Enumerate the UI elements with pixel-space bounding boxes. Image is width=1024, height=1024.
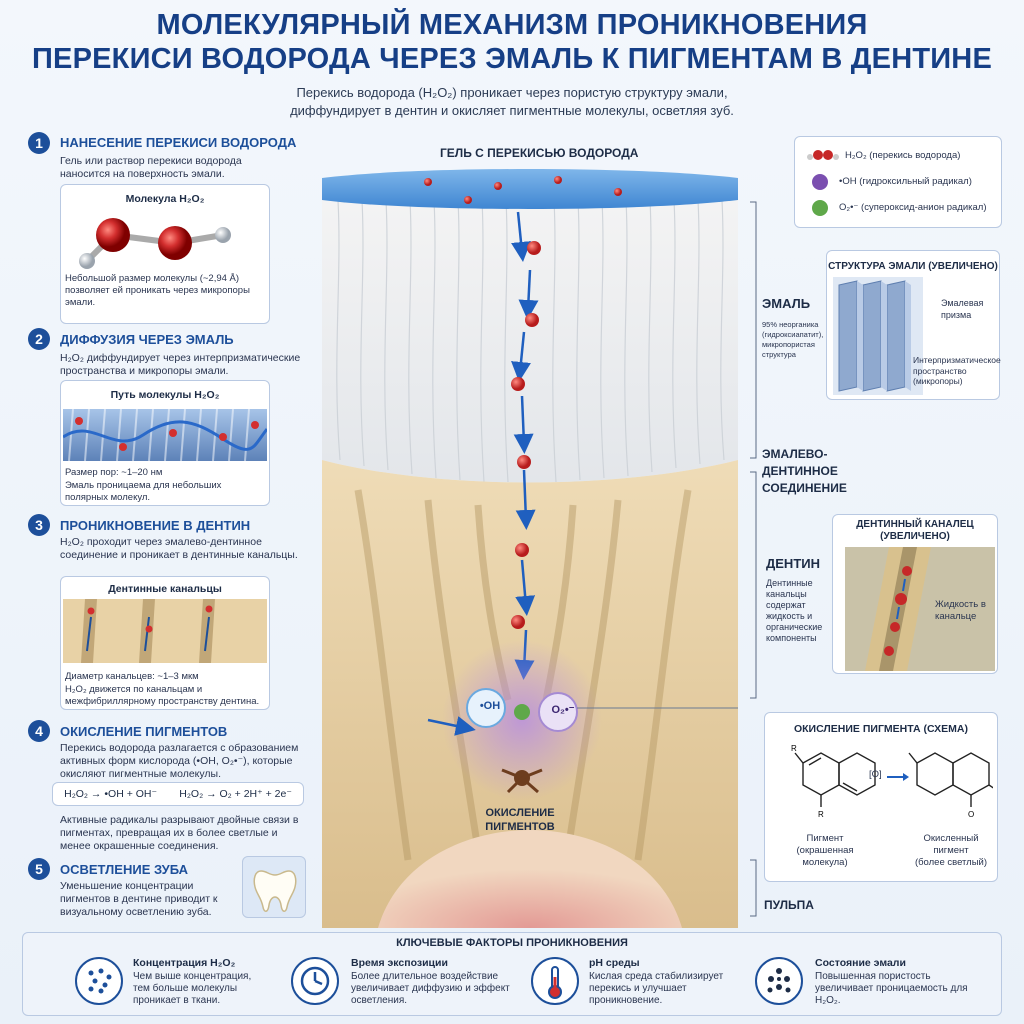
card-text: Эмаль проницаема для небольших полярных … [65, 480, 222, 503]
h2o2-icon [807, 150, 839, 160]
legend-item-o2: O₂•⁻ (супероксид-анион радикал) [811, 199, 987, 217]
step-4-number: 4 [28, 720, 50, 742]
dentin-bracket [750, 471, 757, 699]
dentin-tubule-card: ДЕНТИННЫЙ КАНАЛЕЦ (УВЕЛИЧЕНО) Жидкость в… [832, 514, 998, 674]
dentin-text: Дентинные канальцы содержат жидкость и о… [766, 578, 823, 643]
card-title: Молекула H₂O₂ [125, 193, 205, 205]
enamel-pores-illustration [63, 408, 267, 462]
factor-1-title: Концентрация H₂O₂ [133, 957, 236, 969]
equation-1: H₂O₂ → •OH + OH⁻ [64, 788, 158, 800]
superoxide-label: O₂•⁻ [551, 704, 575, 716]
tubule-fluid-label: Жидкость в канальце [935, 599, 986, 622]
legend-item-h2o2: H₂O₂ (перекись водорода) [805, 149, 960, 163]
step-1-title: НАНЕСЕНИЕ ПЕРЕКИСИ ВОДОРОДА [60, 135, 297, 150]
pulp-label: ПУЛЬПА [764, 898, 814, 912]
step-1-text: Гель или раствор перекиси водорода нанос… [60, 155, 242, 180]
legend-item-oh: •OH (гидроксильный радикал) [811, 173, 972, 191]
factor-2-title: Время экспозиции [351, 957, 448, 969]
step-5-number: 5 [28, 858, 50, 880]
step-5-title: ОСВЕТЛЕНИЕ ЗУБА [60, 862, 188, 877]
hydroxyl-radical-icon [812, 174, 828, 190]
pigment-oxidation-scheme: R R O [791, 744, 993, 819]
step-4-text-2: Активные радикалы разрывают двойные связ… [60, 814, 299, 852]
dentin-tubules-illustration [63, 599, 267, 663]
card-title: Путь молекулы H₂O₂ [110, 389, 220, 401]
superoxide-radical-icon [812, 200, 828, 216]
pore-size-text: Размер пор: ~1–20 нм [65, 467, 163, 478]
clock-icon [291, 957, 339, 1005]
svg-text:R: R [791, 744, 797, 753]
step-4-title: ОКИСЛЕНИЕ ПИГМЕНТОВ [60, 724, 228, 739]
enamel-label: ЭМАЛЬ [762, 296, 811, 311]
enamel-prism-illustration [833, 277, 923, 395]
enamel-structure-card: СТРУКТУРА ЭМАЛИ (УВЕЛИЧЕНО) Эмалевая при… [826, 250, 1001, 400]
pigment-label: Пигмент (окрашенная молекула) [796, 833, 854, 868]
card-text: H₂O₂ движется по канальцам и межфибрилля… [65, 684, 260, 707]
factor-3-title: pH среды [589, 957, 640, 969]
step-3-number: 3 [28, 514, 50, 536]
enamel-bracket [750, 201, 757, 459]
card-text: Небольшой размер молекулы (~2,94 Å) позв… [65, 273, 250, 308]
tooth-cross-section [322, 169, 738, 928]
h2o2-molecule-card: Молекула H₂O₂ Небольшой размер молекулы … [60, 184, 270, 324]
pigment-oxidation-card: ОКИСЛЕНИЕ ПИГМЕНТА (СХЕМА) R R O [O] Пиг… [764, 712, 998, 882]
molecule-legend: H₂O₂ (перекись водорода) •OH (гидроксиль… [794, 136, 1002, 228]
hydroxyl-radical-label: •OH [479, 700, 501, 712]
reaction-equations: H₂O₂ → •OH + OH⁻ H₂O₂ → O₂ + 2H⁺ + 2e⁻ [52, 782, 304, 806]
page-title: МОЛЕКУЛЯРНЫЙ МЕХАНИЗМ ПРОНИКНОВЕНИЯ ПЕРЕ… [32, 9, 992, 75]
equation-2: H₂O₂ → O₂ + 2H⁺ + 2e⁻ [179, 788, 292, 800]
thermometer-icon [531, 957, 579, 1005]
enamel-text: 95% неорганика (гидроксиапатит), микропо… [762, 320, 824, 359]
step-2-title: ДИФФУЗИЯ ЧЕРЕЗ ЭМАЛЬ [60, 332, 234, 347]
diffusion-path-card: Путь молекулы H₂O₂ Размер пор: ~1–20 нм … [60, 380, 270, 506]
svg-text:O: O [968, 810, 974, 819]
porosity-icon [755, 957, 803, 1005]
step-1-number: 1 [28, 132, 50, 154]
oxidized-pigment-label: Окисленный пигмент (более светлый) [914, 833, 988, 868]
key-factors-panel: КЛЮЧЕВЫЕ ФАКТОРЫ ПРОНИКНОВЕНИЯ Концентра… [22, 932, 1002, 1016]
factor-1-text: Чем выше концентрация, тем больше молеку… [133, 971, 252, 1006]
step-5-text: Уменьшение концентрации пигментов в дент… [60, 880, 218, 918]
step-4-text: Перекись водорода разлагается с образова… [60, 742, 299, 780]
step-2-text: H₂O₂ диффундирует через интерпризматичес… [60, 352, 301, 377]
h2o2-molecule-icon [79, 218, 231, 269]
tubule-closeup-illustration [845, 547, 995, 671]
interprismatic-label: Интерпризматическое пространство (микроп… [913, 355, 1001, 386]
step-3-text: H₂O₂ проходит через эмалево-дентинное со… [60, 536, 298, 561]
step-3-title: ПРОНИКНОВЕНИЕ В ДЕНТИН [60, 518, 251, 533]
molecules-icon [75, 957, 123, 1005]
factor-4-text: Повышенная пористость увеличивает прониц… [815, 971, 968, 1006]
factor-2-text: Более длительное воздействие увеличивает… [351, 971, 510, 1006]
prism-label: Эмалевая призма [941, 298, 984, 320]
dej-label: ЭМАЛЕВО- ДЕНТИННОЕ СОЕДИНЕНИЕ [762, 447, 847, 495]
oxidation-label: ОКИСЛЕНИЕ ПИГМЕНТОВ [485, 807, 555, 833]
card-title: Дентинные канальцы [108, 583, 222, 595]
dentin-label: ДЕНТИН [766, 556, 820, 571]
factor-4-title: Состояние эмали [815, 957, 906, 969]
factors-title: КЛЮЧЕВЫЕ ФАКТОРЫ ПРОНИКНОВЕНИЯ [396, 937, 628, 949]
tooth-icon [242, 856, 306, 918]
gel-label: ГЕЛЬ С ПЕРЕКИСЬЮ ВОДОРОДА [440, 146, 639, 160]
svg-text:R: R [818, 810, 824, 819]
factor-3-text: Кислая среда стабилизирует перекись и ул… [589, 971, 724, 1006]
oxidant-label: [O] [869, 769, 882, 780]
dentin-tubules-card: Дентинные канальцы Диаметр канальцев: ~1… [60, 576, 270, 710]
step-2-number: 2 [28, 328, 50, 350]
pulp-bracket [750, 859, 757, 917]
tubule-diameter-text: Диаметр канальцев: ~1–3 мкм [65, 671, 199, 682]
page-subtitle: Перекись водорода (H₂O₂) проникает через… [290, 85, 734, 118]
